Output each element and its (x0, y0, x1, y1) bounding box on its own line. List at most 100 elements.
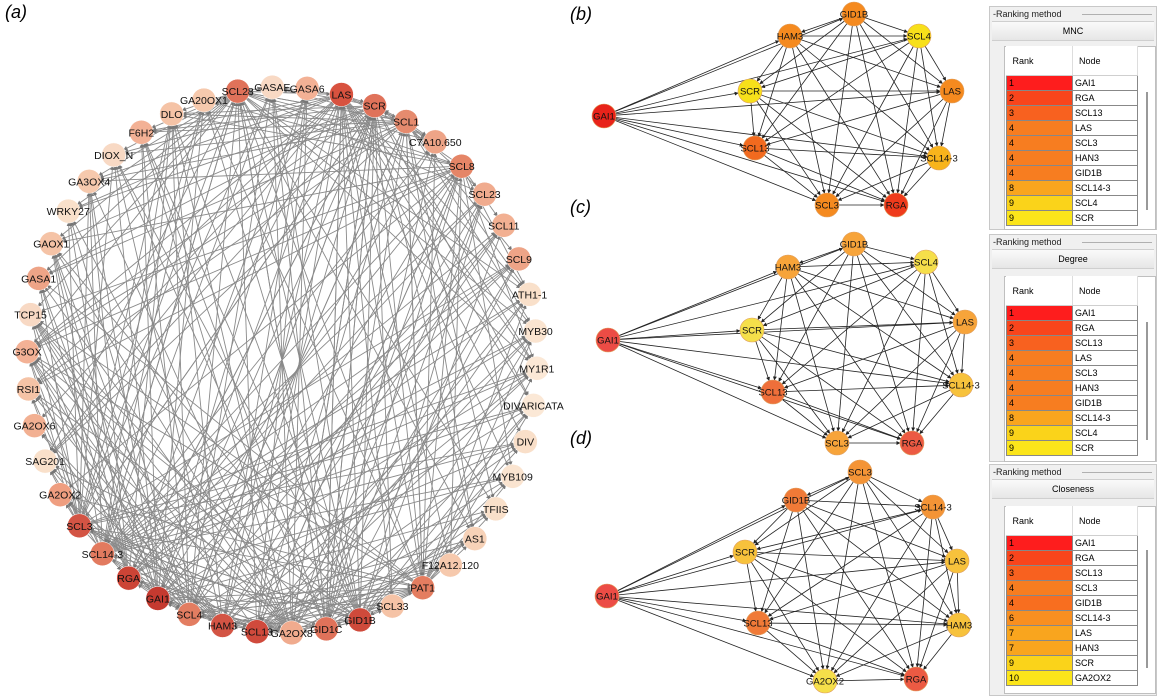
network-edge (606, 560, 946, 597)
node-cell: HAN3 (1072, 380, 1138, 396)
node-label: SCL28 (222, 86, 254, 98)
network-edge (35, 105, 375, 346)
node-label: GAI1 (593, 112, 615, 123)
network-edge (751, 329, 903, 437)
network-edge (256, 567, 441, 633)
node-circle (279, 620, 304, 646)
scrollbar[interactable] (1146, 550, 1148, 668)
col-node-header[interactable]: Node (1072, 506, 1138, 536)
node-rsi1: RSI1 (16, 376, 41, 402)
node-label: LAS (943, 87, 961, 98)
ranking-method-select[interactable]: MNC (992, 21, 1154, 41)
col-rank-header[interactable]: Rank (1006, 276, 1073, 306)
network-edge (237, 90, 471, 530)
node-gai1: GAI1 (591, 103, 617, 129)
node-circle (883, 192, 909, 218)
node-circle (824, 430, 850, 456)
node-circle (314, 616, 339, 642)
network-edge (41, 94, 342, 418)
network-edge (102, 264, 511, 555)
network-edge (291, 203, 481, 633)
col-rank-header[interactable]: Rank (1006, 46, 1073, 76)
node-circle (903, 666, 929, 692)
node-label: GA2OX2 (806, 677, 844, 688)
node-gai1: GAI1 (594, 583, 620, 609)
node-ham3: HAM3 (208, 613, 237, 638)
network-edge (44, 286, 293, 634)
network-edge (764, 471, 861, 614)
network-edge (258, 121, 407, 622)
node-cell: SCL3 (1072, 365, 1138, 381)
node-las: LAS (329, 82, 354, 107)
col-node-header[interactable]: Node (1072, 46, 1138, 76)
network-edge (359, 204, 483, 621)
node-circle (129, 120, 154, 145)
network-edge (749, 90, 887, 198)
network-edge (772, 391, 902, 440)
network-edge (787, 266, 954, 320)
scrollbar[interactable] (1146, 322, 1148, 440)
network-edge (114, 165, 224, 626)
ranking-method-select[interactable]: Closeness (992, 479, 1154, 499)
node-scl1: SCL1 (393, 109, 419, 134)
scrollbar[interactable] (1146, 92, 1148, 210)
col-node-header[interactable]: Node (1072, 276, 1138, 306)
network-edge (37, 394, 361, 621)
network-edge (145, 141, 361, 621)
network-edge (772, 383, 950, 393)
network-edge (36, 323, 258, 632)
ranking-section-label: Ranking method (996, 467, 1062, 477)
col-rank-header[interactable]: Rank (1006, 506, 1073, 536)
network-edge (766, 90, 953, 146)
node-circle (946, 612, 972, 638)
node-label: GASA6 (290, 83, 325, 95)
network-edge (911, 261, 927, 432)
node-label: SCL4 (176, 609, 202, 621)
ranking-method-select[interactable]: Degree (992, 249, 1154, 269)
node-cell: SCL3 (1072, 135, 1138, 151)
network-edge (36, 121, 407, 347)
network-edge (237, 90, 530, 362)
node-label: DIVARICATA (503, 400, 564, 412)
node-scl11: SCL11 (488, 213, 520, 238)
network-edge (102, 335, 527, 555)
network-edge (859, 471, 949, 554)
ranking-section-label: Ranking method (996, 237, 1062, 247)
node-scr: SCR (739, 317, 765, 343)
node-scl23: SCL23 (469, 181, 501, 207)
node-cell: RGA (1072, 320, 1138, 336)
node-scl4: SCL4 (913, 249, 939, 275)
network-edge (36, 356, 423, 589)
